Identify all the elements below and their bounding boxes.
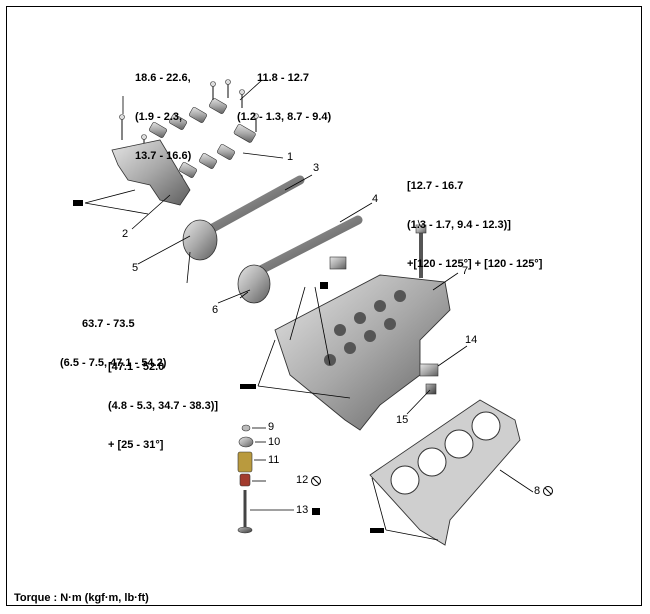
torque-spec-head-bolt: [12.7 - 16.7 (1.3 - 1.7, 9.4 - 12.3)] +[… — [407, 154, 542, 284]
part-number-4: 4 — [372, 193, 379, 205]
part-number-8: 8 — [534, 485, 541, 497]
part-number-2: 2 — [122, 228, 129, 240]
torque-line: +[120 - 125°] + [120 - 125°] — [407, 258, 543, 270]
torque-line: 11.8 - 12.7 — [257, 72, 309, 84]
torque-line: [12.7 - 16.7 — [407, 180, 464, 192]
torque-line: (1.2 - 1.3, 8.7 - 9.4) — [237, 111, 332, 123]
diagram-frame — [6, 6, 642, 606]
torque-line: 18.6 - 22.6, — [135, 72, 191, 84]
torque-units-note: Torque : N·m (kgf·m, lb·ft) — [14, 592, 149, 604]
torque-line: 63.7 - 73.5 — [82, 318, 135, 330]
part-number-10: 10 — [268, 436, 281, 448]
torque-wrench-icon — [73, 200, 384, 533]
torque-line: + [25 - 31°] — [108, 439, 164, 451]
torque-line: (6.5 - 7.5, 47.1 - 54.2) — [60, 357, 167, 369]
part-number-11: 11 — [268, 454, 280, 466]
part-number-13: 13 — [296, 504, 309, 516]
valve-stack — [237, 424, 254, 534]
part-number-6: 6 — [212, 304, 219, 316]
torque-line: (1.9 - 2.3, — [135, 111, 183, 123]
head-gasket — [369, 399, 521, 546]
lash-adjuster-small — [425, 383, 437, 395]
do-not-reuse-icon — [311, 476, 553, 496]
leader-lines — [84, 79, 534, 541]
part-number-14: 14 — [465, 334, 478, 346]
hydraulic-lash-adjuster — [419, 363, 439, 377]
front-bearing-cap — [111, 139, 191, 206]
part-number-5: 5 — [132, 262, 139, 274]
part-number-12: 12 — [296, 474, 309, 486]
part-number-3: 3 — [313, 162, 320, 174]
torque-line: (1.3 - 1.7, 9.4 - 12.3)] — [407, 219, 511, 231]
torque-spec-exhaust-cvvt: [47.1 - 52.0 (4.8 - 5.3, 34.7 - 38.3)] +… — [108, 335, 218, 465]
torque-spec-bearing-cap: 11.8 - 12.7 (1.2 - 1.3, 8.7 - 9.4) — [237, 46, 331, 137]
camshafts — [182, 175, 363, 304]
valve-seats — [324, 290, 406, 366]
bearing-caps — [119, 79, 259, 198]
torque-spec-cvvt: 63.7 - 73.5 (6.5 - 7.5, 47.1 - 54.2) — [60, 292, 166, 383]
part-number-7: 7 — [462, 265, 469, 277]
part-number-15: 15 — [396, 414, 409, 426]
head-bolt — [415, 224, 427, 278]
part-number-9: 9 — [268, 421, 275, 433]
torque-spec-front-cap: 18.6 - 22.6, (1.9 - 2.3, 13.7 - 16.6) — [135, 46, 191, 176]
torque-line: [47.1 - 52.0 — [108, 361, 165, 373]
torque-line: 13.7 - 16.6) — [135, 150, 192, 162]
part-number-1: 1 — [287, 151, 294, 163]
torque-line: (4.8 - 5.3, 34.7 - 38.3)] — [108, 400, 219, 412]
cylinder-head — [274, 274, 451, 431]
lash-adjuster-top — [329, 256, 347, 270]
